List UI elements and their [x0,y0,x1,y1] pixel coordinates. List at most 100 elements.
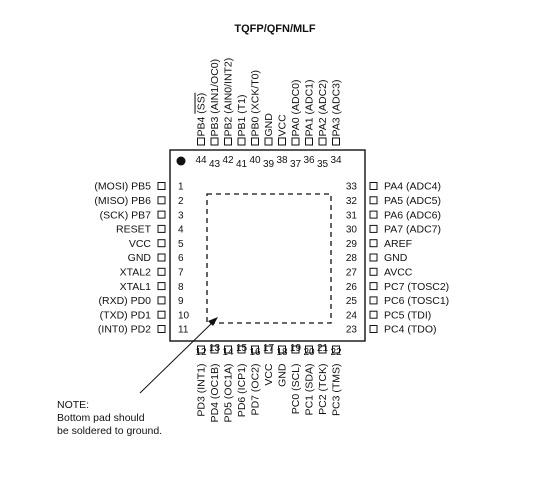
pin-label: PB3 (AIN1/OC0) [209,59,221,137]
pin-label: XTAL1 [120,281,151,293]
pin-number: 13 [209,343,221,354]
pin-number: 21 [317,343,329,354]
pin-number: 41 [236,159,248,170]
pin-pad [369,224,378,233]
pin-pad [157,296,166,305]
pin-label: PC3 (TMS) [331,364,343,417]
pin-pad [278,137,286,146]
note-pointer-arrowhead [208,317,218,326]
pin-label: (MISO) PB6 [94,195,151,207]
pin-label: PA4 (ADC4) [384,181,441,193]
pin-pad [369,253,378,262]
pin-number: 34 [330,155,342,166]
pin-label: PA5 (ADC5) [384,195,441,207]
pin-pad [264,345,273,354]
pin-number: 42 [222,155,234,166]
pin-label: PD5 (OC1A) [223,364,235,423]
pin-label: RESET [116,224,152,236]
pin1-marker-dot [176,156,186,166]
diagram-title: TQFP/QFN/MLF [234,23,316,35]
pin-pad [157,239,166,248]
pin-label: GND [277,363,289,387]
pin-label: GND [263,113,275,137]
pin-number: 8 [178,282,184,293]
pin-pad [157,224,166,233]
pin-pad [369,325,378,333]
pin-pad [210,345,219,354]
pin-number: 1 [178,182,184,193]
pin-label: GND [384,252,408,264]
pin-label: PB1 (T1) [236,94,248,136]
pin-label: PC7 (TOSC2) [384,281,449,293]
pin-pad [237,345,246,354]
pin-number: 19 [290,343,302,354]
exposed-pad-outline [206,193,332,324]
pin-number: 31 [346,210,358,221]
pin-pad [157,267,166,276]
pin-number: 40 [249,155,261,166]
pin-number: 3 [178,210,184,221]
pin-number: 32 [346,196,358,207]
pin-number: 26 [346,282,358,293]
pin-number: 22 [330,347,342,358]
pin-label: AVCC [384,267,413,279]
pin-number: 37 [290,159,302,170]
pin-pad [369,267,378,276]
pin-number: 35 [317,159,329,170]
pin-number: 12 [195,347,207,358]
pin-number: 16 [249,347,261,358]
pin-label: PC5 (TDI) [384,309,431,321]
pin-number: 25 [346,296,358,307]
pin-number: 30 [346,225,358,236]
pin-label: VCC [129,238,152,250]
pin-number: 38 [276,155,288,166]
pin-number: 20 [303,347,315,358]
pin-label: PD7 (OC2) [250,364,262,416]
pin-label: (MOSI) PB5 [94,181,151,193]
chip-body [169,149,366,342]
pin-label: (RXD) PD0 [98,295,151,307]
pin-number: 2 [178,196,184,207]
pin-number: 44 [195,155,207,166]
pin-number: 18 [276,347,288,358]
pin-pad [369,310,378,319]
pin-pad [157,196,166,205]
pin-label: GND [128,252,152,264]
pin-pad [369,196,378,205]
pin-number: 15 [236,343,248,354]
pin-number: 23 [346,325,358,336]
pin-number: 7 [178,268,184,279]
pin-pad [278,345,286,354]
pin-label: (SCK) PB7 [100,209,152,221]
pin-number: 4 [178,225,184,236]
pin-label: PA6 (ADC6) [384,209,441,221]
pin-number: 17 [263,343,275,354]
pin-pad [264,137,273,146]
pin-pad [305,137,313,146]
pin-label: PD4 (OC1B) [209,364,221,423]
pin-label: XTAL2 [120,267,151,279]
pin-pad [291,345,300,354]
pin-pad [369,239,378,248]
pin-pad [251,137,259,146]
note-line-3: be soldered to ground. [57,425,162,437]
pin-pad [318,345,327,354]
pin-pad [305,345,313,354]
pin-pad [197,345,205,354]
pin-pad [332,345,340,354]
pin-label: VCC [263,363,275,386]
pin-pad [224,137,232,146]
pin-pad [157,182,166,190]
pin-label: AREF [384,238,412,250]
note-pointer-arrow [139,321,214,394]
pin-label: (INT0) PD2 [98,324,151,336]
note-line-2: Bottom pad should [57,412,145,424]
pin-label: PA0 (ADC0) [290,80,302,137]
pin-label: PB2 (AIN0/INT2) [223,58,235,137]
pin-label: PC4 (TDO) [384,324,437,336]
pin-number: 14 [222,347,234,358]
pin-number: 27 [346,268,358,279]
pin-number: 11 [178,325,189,336]
